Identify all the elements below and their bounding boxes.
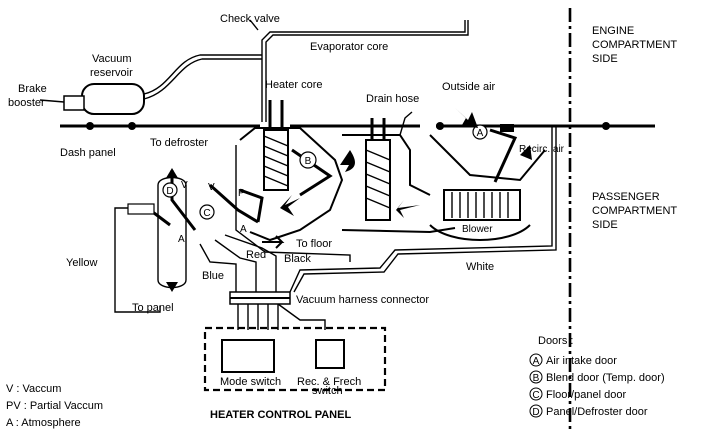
label-evaporator-core: Evaporator core [310,41,388,53]
evaporator-core [365,118,391,221]
label-passenger-compartment-3: SIDE [592,219,618,231]
label-blower: Blower [462,224,493,235]
label-engine-compartment-3: SIDE [592,53,618,65]
blend-door-b: B [291,148,333,197]
heater-core [263,100,289,191]
label-brake-booster: Brake [18,83,47,95]
label-brake-booster-2: booster [8,97,45,109]
label-to-panel: To panel [132,302,174,314]
label-passenger-compartment: PASSENGER [592,191,660,203]
label-passenger-compartment-2: COMPARTMENT [592,205,677,217]
marker-a-d: A [178,234,185,245]
doors-legend-title: Doors : [538,335,573,347]
marker-v-c: V [208,182,215,193]
marker-d: D [166,186,173,197]
label-engine-compartment-2: COMPARTMENT [592,39,677,51]
svg-text:Panel/Defroster door: Panel/Defroster door [546,406,648,418]
label-yellow: Yellow [66,257,97,269]
svg-text:C: C [532,390,539,401]
label-blue: Blue [202,270,224,282]
brake-booster [39,95,85,111]
airflow-arrows [280,108,532,218]
marker-a-c: A [240,224,247,235]
check-valve-line [249,19,469,122]
label-rec-fresh-switch-2: switch [312,385,343,397]
doors-legend-item-c: C Floor/panel door [529,387,626,401]
label-rec-fresh-switch: Rec. & Frech [297,376,361,388]
marker-c: C [203,208,210,219]
label-to-defroster: To defroster [150,137,208,149]
svg-text:Air intake door: Air intake door [546,355,617,367]
actuator-d: D V A [127,168,197,292]
svg-text:D: D [532,407,539,418]
vacuum-hoses [114,125,557,313]
dash-panel-line [60,122,655,130]
label-to-floor: To floor [296,238,332,250]
label-white: White [466,261,494,273]
svg-text:B: B [533,373,540,384]
label-vacuum-reservoir: Vacuum [92,53,132,65]
blower [429,189,531,241]
label-heater-core: Heater core [265,79,322,91]
label-engine-compartment: ENGINE [592,25,634,37]
legend-partial-vaccum: PV : Partial Vaccum [6,400,103,412]
legend-vaccum: V : Vaccum [6,383,61,395]
air-intake-door-a: A [429,124,546,183]
marker-b: B [305,156,312,167]
svg-text:Blend door (Temp. door): Blend door (Temp. door) [546,372,665,384]
label-heater-control-panel: HEATER CONTROL PANEL [210,409,351,421]
heater-control-panel-box [203,326,387,392]
marker-a-intake: A [477,128,484,139]
label-check-valve: Check valve [220,13,280,25]
doors-legend-item-b: B Blend door (Temp. door) [529,370,665,384]
vacuum-reservoir [81,54,262,115]
label-dash-panel: Dash panel [60,147,116,159]
marker-v-d: V [181,180,188,191]
mode-doors: C P V A [199,182,285,249]
doors-legend-item-d: D Panel/Defroster door [529,404,648,418]
doors-legend: Doors : A Air intake door B Blend door (… [529,335,665,418]
label-vacuum-reservoir-2: reservoir [90,67,133,79]
label-recirc-air: Recirc. air [519,144,565,155]
label-outside-air: Outside air [442,81,496,93]
svg-text:Floor/panel door: Floor/panel door [546,389,626,401]
label-vacuum-harness-connector: Vacuum harness connector [296,294,429,306]
label-red: Red [246,249,266,261]
label-black: Black [284,253,311,265]
doors-legend-item-a: A Air intake door [529,353,617,367]
abbreviation-legend: V : Vaccum PV : Partial Vaccum A : Atmos… [6,383,103,429]
evaporator-housing [341,111,456,234]
vacuum-harness-connector [229,291,326,330]
marker-p: P [238,188,245,199]
svg-text:A: A [533,356,540,367]
legend-atmosphere: A : Atmosphere [6,417,81,429]
label-drain-hose: Drain hose [366,93,419,105]
label-mode-switch: Mode switch [220,376,281,388]
